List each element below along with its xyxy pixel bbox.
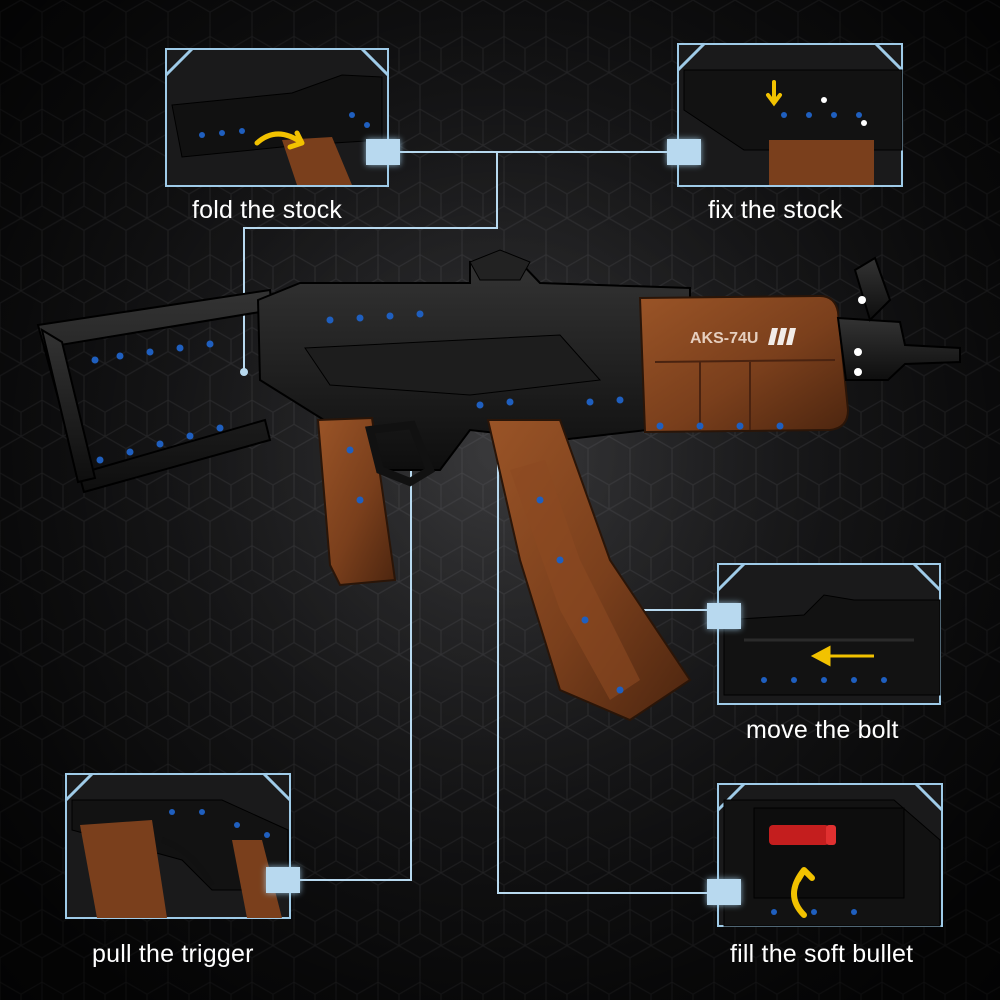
receiver bbox=[256, 249, 691, 471]
technic-pins bbox=[91, 310, 784, 694]
caption-fill-bullet: fill the soft bullet bbox=[730, 940, 914, 968]
soft-bullet bbox=[769, 825, 829, 845]
connector-tab-fix bbox=[667, 139, 701, 165]
feature-panel-pull-trigger bbox=[62, 770, 294, 922]
model-label: AKS-74U bbox=[690, 330, 758, 347]
curved-up-arrow-icon bbox=[791, 867, 815, 918]
curved-arrow-icon bbox=[254, 130, 305, 150]
handguard bbox=[638, 294, 850, 434]
feature-panel-fix-stock bbox=[674, 40, 906, 190]
feature-panel-fill-bullet bbox=[714, 780, 946, 930]
caption-move-bolt: move the bolt bbox=[746, 716, 899, 744]
caption-fix-stock: fix the stock bbox=[708, 196, 843, 224]
connector-tab-fold bbox=[366, 139, 400, 165]
connector-tab-bullet bbox=[707, 879, 741, 905]
down-arrow-icon bbox=[766, 80, 782, 107]
connector-tab-bolt bbox=[707, 603, 741, 629]
trigger-guard bbox=[365, 420, 435, 487]
left-arrow-icon bbox=[810, 645, 874, 667]
connector-tab-trigger bbox=[266, 867, 300, 893]
caption-fold-stock: fold the stock bbox=[192, 196, 343, 224]
folding-stock bbox=[36, 288, 274, 494]
feature-panel-fold-stock bbox=[162, 45, 392, 190]
muzzle bbox=[836, 256, 961, 381]
magazine bbox=[486, 419, 692, 722]
feature-panel-move-bolt bbox=[714, 560, 944, 708]
caption-pull-trigger: pull the trigger bbox=[92, 940, 254, 968]
